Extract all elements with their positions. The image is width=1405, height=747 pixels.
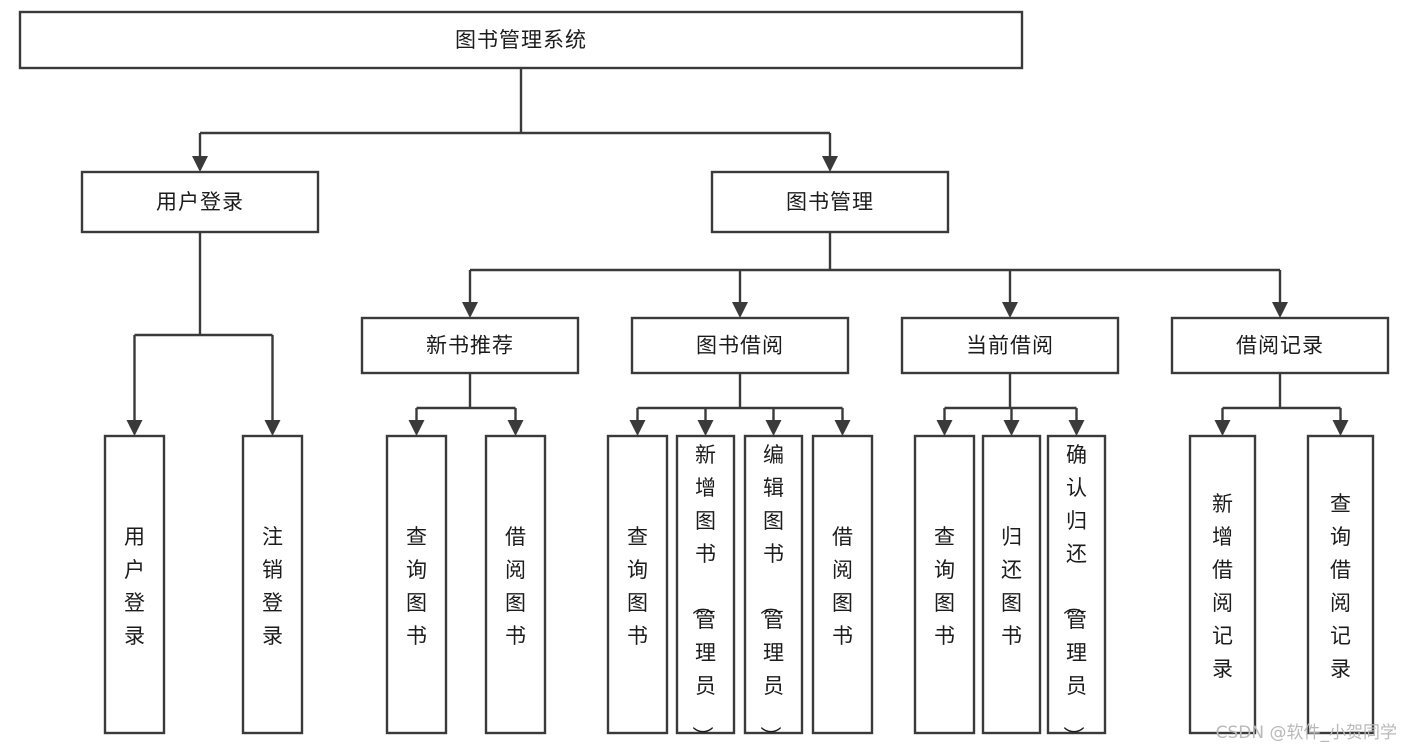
leaf-add-record: 新增借阅记录 <box>1188 434 1257 735</box>
node-book-borrow-rect <box>630 316 850 375</box>
leaf-query-book-c-rect <box>913 434 976 735</box>
bookmgmt-to-level3-branch-2-arrowhead <box>1002 302 1018 318</box>
node-borrow-record-rect <box>1170 316 1390 375</box>
node-user-login-rect <box>80 170 320 234</box>
bookborrow-to-leaves-branch-0-arrowhead <box>629 420 646 436</box>
node-current-borrow: 当前借阅 <box>900 316 1120 375</box>
leaf-borrow-book-b-label: 借阅图书 <box>832 525 853 648</box>
currentborrow-to-leaves-branch-1-arrowhead <box>1003 420 1020 436</box>
leaf-edit-book-admin-label: 编辑图书（管理员） <box>758 443 784 747</box>
leaf-logout-label: 注销登录 <box>262 525 283 648</box>
leaf-confirm-return-admin-rect <box>1046 434 1107 735</box>
leaf-query-book-c: 查询图书 <box>913 434 976 735</box>
borrowrecord-to-leaves-branch-1-arrowhead <box>1332 420 1349 436</box>
leaf-confirm-return-admin: 确认归还（管理员） <box>1046 434 1107 747</box>
node-book-borrow-label: 图书借阅 <box>696 334 784 358</box>
currentborrow-to-leaves-branch-0-arrowhead <box>936 420 953 436</box>
userlogin-to-leaves-branch-0-arrowhead <box>126 420 143 436</box>
leaf-user-login-rect <box>103 434 166 735</box>
bookborrow-to-leaves-branch-2-arrowhead <box>765 420 782 436</box>
leaf-edit-book-admin-rect <box>743 434 804 735</box>
node-book-management-rect <box>710 170 950 234</box>
node-new-book-recommend-rect <box>360 316 580 375</box>
leaf-add-book-admin: 新增图书（管理员） <box>675 434 736 747</box>
leaf-borrow-book-a-label: 借阅图书 <box>505 525 526 648</box>
leaf-query-book-b-rect <box>606 434 669 735</box>
node-book-borrow: 图书借阅 <box>630 316 850 375</box>
leaf-query-book-a-rect <box>385 434 448 735</box>
node-current-borrow-label: 当前借阅 <box>966 334 1054 358</box>
leaf-return-book-rect <box>981 434 1042 735</box>
leaf-user-login-label: 用户登录 <box>124 525 145 648</box>
leaf-logout: 注销登录 <box>241 434 304 735</box>
leaf-add-book-admin-rect <box>675 434 736 735</box>
newbook-to-leaves-branch-1-arrowhead <box>507 420 524 436</box>
leaf-add-record-rect <box>1188 434 1257 735</box>
bookborrow-to-leaves-branch-1-arrowhead <box>697 420 714 436</box>
leaf-borrow-book-a: 借阅图书 <box>484 434 547 735</box>
borrowrecord-to-leaves-branch-0-arrowhead <box>1214 420 1231 436</box>
node-borrow-record: 借阅记录 <box>1170 316 1390 375</box>
leaf-edit-book-admin: 编辑图书（管理员） <box>743 434 804 747</box>
leaf-add-record-label: 新增借阅记录 <box>1212 492 1233 681</box>
leaf-return-book: 归还图书 <box>981 434 1042 735</box>
leaf-query-book-a-label: 查询图书 <box>406 525 427 648</box>
node-root: 图书管理系统 <box>18 10 1024 70</box>
leaf-borrow-book-b: 借阅图书 <box>811 434 874 735</box>
leaf-query-record: 查询借阅记录 <box>1306 434 1375 735</box>
currentborrow-to-leaves-branch-2-arrowhead <box>1068 420 1085 436</box>
leaf-query-book-a: 查询图书 <box>385 434 448 735</box>
node-current-borrow-rect <box>900 316 1120 375</box>
userlogin-to-leaves-branch-1-arrowhead <box>264 420 281 436</box>
leaf-logout-rect <box>241 434 304 735</box>
root-to-level2-branch-0-arrowhead <box>192 156 208 172</box>
node-layer: 用户登录图书管理新书推荐图书借阅当前借阅借阅记录图书管理系统用户登录注销登录查询… <box>18 10 1390 747</box>
leaf-query-book-b: 查询图书 <box>606 434 669 735</box>
node-user-login-label: 用户登录 <box>156 190 244 214</box>
leaf-add-book-admin-label: 新增图书（管理员） <box>690 443 716 747</box>
leaf-query-book-b-label: 查询图书 <box>627 525 648 648</box>
leaf-confirm-return-admin-label: 确认归还（管理员） <box>1061 443 1087 747</box>
bookborrow-to-leaves-branch-3-arrowhead <box>834 420 851 436</box>
leaf-user-login: 用户登录 <box>103 434 166 735</box>
node-root-rect <box>18 10 1024 70</box>
bookmgmt-to-level3-branch-0-arrowhead <box>462 302 478 318</box>
node-user-login: 用户登录 <box>80 170 320 234</box>
connector-layer <box>126 68 1349 436</box>
leaf-query-book-c-label: 查询图书 <box>934 525 955 648</box>
node-new-book-recommend-label: 新书推荐 <box>426 334 514 358</box>
node-root-label: 图书管理系统 <box>455 28 587 52</box>
leaf-borrow-book-a-rect <box>484 434 547 735</box>
leaf-query-record-label: 查询借阅记录 <box>1330 492 1351 681</box>
leaf-query-record-rect <box>1306 434 1375 735</box>
bookmgmt-to-level3-branch-3-arrowhead <box>1272 302 1288 318</box>
node-borrow-record-label: 借阅记录 <box>1236 334 1324 358</box>
node-book-management-label: 图书管理 <box>786 190 874 214</box>
leaf-return-book-label: 归还图书 <box>1001 525 1022 648</box>
newbook-to-leaves-branch-0-arrowhead <box>408 420 425 436</box>
bookmgmt-to-level3-branch-1-arrowhead <box>732 302 748 318</box>
node-book-management: 图书管理 <box>710 170 950 234</box>
root-to-level2-branch-1-arrowhead <box>822 156 838 172</box>
leaf-borrow-book-b-rect <box>811 434 874 735</box>
node-new-book-recommend: 新书推荐 <box>360 316 580 375</box>
